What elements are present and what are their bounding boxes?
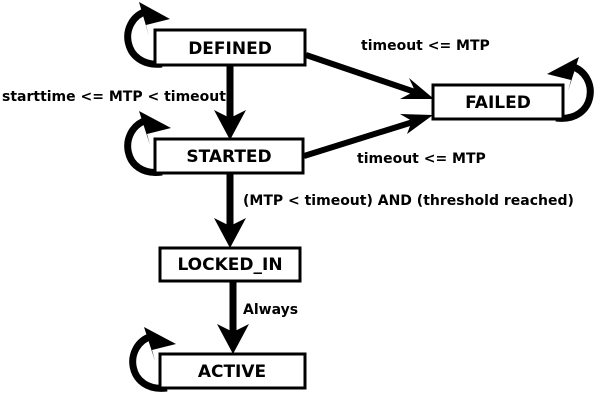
state-label-active: ACTIVE [198,362,266,382]
state-node-active[interactable]: ACTIVE [158,352,307,390]
edge-label-started-to-locked-in: (MTP < timeout) AND (threshold reached) [243,193,574,209]
state-label-locked-in: LOCKED_IN [177,255,282,275]
state-label-defined: DEFINED [188,39,272,59]
self-loop-failed [547,57,594,122]
edge-label-defined-to-started: starttime <= MTP < timeout [2,89,226,105]
edge-started-to-failed [303,114,433,159]
self-loop-started [124,111,171,176]
arrowhead-active-self [144,327,176,361]
edge-defined-to-failed [305,52,434,99]
edge-label-started-to-failed: timeout <= MTP [357,151,486,167]
self-loop-defined [124,2,170,68]
edge-started-to-locked-in [214,173,246,248]
self-loop-active [129,327,176,392]
arrowhead-defined-to-failed [400,78,434,99]
edge-locked-in-to-active [217,281,249,354]
arrowhead-started-self [139,111,171,145]
arrowhead-started-to-failed [400,114,433,134]
arrowhead-locked-in-to-active [217,324,249,354]
arrowhead-defined-to-started [214,110,246,140]
state-label-started: STARTED [186,147,271,167]
state-label-failed: FAILED [465,93,531,113]
state-node-started[interactable]: STARTED [153,137,305,175]
edge-label-defined-to-failed: timeout <= MTP [361,38,490,54]
arrowhead-defined-self [139,2,170,36]
arrowhead-failed-self [547,57,579,91]
edge-defined-to-started [214,65,246,140]
state-node-defined[interactable]: DEFINED [153,28,307,67]
arrowhead-started-to-locked-in [214,218,246,248]
state-node-failed[interactable]: FAILED [431,83,565,121]
edge-label-locked-in-to-active: Always [243,302,298,318]
state-node-locked-in[interactable]: LOCKED_IN [158,246,302,283]
